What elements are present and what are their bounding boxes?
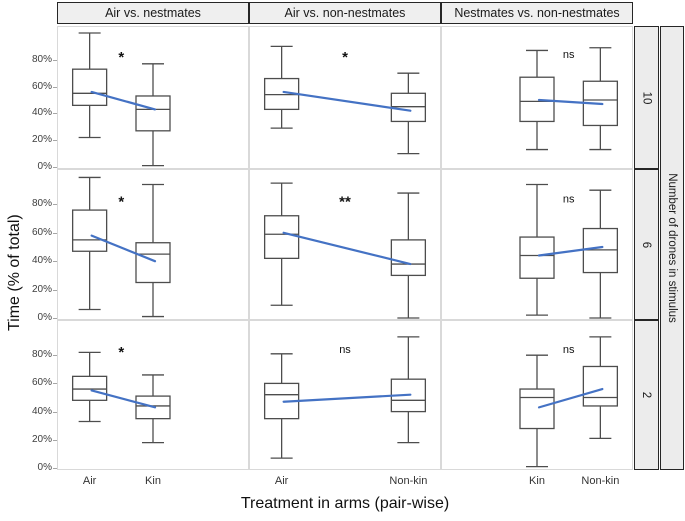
box-whisker-non-kin: [582, 189, 619, 319]
y-tick-mark: [53, 355, 57, 357]
row-strip-2: 2: [634, 320, 659, 470]
boxplot-panel: ns: [441, 26, 633, 169]
y-tick-label: 80%: [31, 53, 52, 65]
y-tick-label: 0%: [37, 462, 52, 473]
y-tick-label: 20%: [31, 283, 52, 295]
median-trend-line: [90, 90, 157, 111]
box-whisker-non-kin: [390, 192, 427, 319]
row-label-2: 2: [640, 391, 653, 399]
boxplot-panel: ns: [249, 320, 441, 470]
significance-label: ns: [563, 49, 575, 61]
y-tick-mark: [53, 289, 57, 291]
y-tick-mark: [53, 204, 57, 206]
y-tick-label: 40%: [31, 405, 52, 417]
y-tick-label: 40%: [31, 255, 52, 267]
y-tick-mark: [53, 86, 57, 88]
y-tick-label: 0%: [37, 312, 52, 323]
row-label-6: 6: [640, 241, 653, 248]
column-header-air-vs-non-nestmates: Air vs. non-nestmates: [249, 2, 441, 24]
y-tick-label: 80%: [31, 349, 52, 361]
median-trend-line: [537, 98, 604, 106]
significance-label: *: [118, 49, 124, 66]
significance-label: *: [342, 49, 348, 66]
box-whisker-kin: [135, 63, 171, 167]
x-tick-label: Kin: [529, 475, 545, 487]
box-whisker-air: [71, 351, 108, 423]
boxplot-panel: ns: [441, 320, 633, 470]
x-tick-label: Air: [274, 475, 289, 487]
box-whisker-non-kin: [582, 336, 619, 440]
y-tick-mark: [53, 232, 57, 234]
boxplot-panel: *: [57, 26, 249, 169]
y-tick-mark: [53, 383, 57, 385]
box-whisker-air: [263, 45, 300, 129]
y-tick-mark: [53, 439, 57, 441]
y-tick-mark: [53, 167, 57, 168]
x-tick-label: Air: [82, 475, 97, 487]
row-label-10: 10: [640, 91, 653, 104]
x-axis-title: Treatment in arms (pair-wise): [240, 495, 450, 512]
significance-label: ns: [339, 344, 351, 356]
y-tick-mark: [53, 261, 57, 263]
y-tick-label: 80%: [31, 198, 52, 210]
box-whisker-air: [71, 176, 108, 311]
median-trend-line: [282, 231, 412, 266]
y-tick-label: 60%: [31, 377, 52, 389]
row-strip-10: 10: [634, 26, 659, 169]
row-strip-6: 6: [634, 169, 659, 320]
box-whisker-air: [71, 32, 108, 139]
box-whisker-kin: [135, 183, 171, 318]
significance-label: ns: [563, 193, 575, 205]
y-tick-label: 60%: [31, 80, 52, 92]
y-tick-label: 20%: [31, 433, 52, 445]
median-trend-line: [90, 389, 157, 409]
right-axis-title: Number of drones in stimulus: [666, 173, 678, 323]
column-header-nestmates-vs-non-nestmates: Nestmates vs. non-nestmates: [441, 2, 633, 24]
median-trend-line: [537, 245, 604, 257]
median-trend-line: [282, 393, 412, 403]
boxplot-panel: *: [249, 26, 441, 169]
median-trend-line: [90, 234, 157, 263]
significance-label: *: [118, 344, 124, 361]
median-trend-line: [282, 90, 412, 112]
y-tick-label: 40%: [31, 107, 52, 119]
box-whisker-kin: [519, 49, 555, 151]
y-tick-mark: [53, 411, 57, 413]
y-tick-mark: [53, 140, 57, 142]
box-whisker-air: [263, 182, 300, 306]
boxplot-panel: ns: [441, 169, 633, 320]
boxplot-panel: *: [57, 169, 249, 320]
y-tick-mark: [53, 113, 57, 115]
x-tick-label: Non-kin: [581, 475, 620, 487]
significance-label: ns: [563, 344, 575, 356]
y-tick-label: 20%: [31, 134, 52, 146]
y-tick-mark: [53, 318, 57, 319]
x-tick-label: Non-kin: [389, 475, 428, 487]
box-whisker-non-kin: [390, 72, 427, 155]
significance-label: **: [339, 193, 351, 210]
box-whisker-kin: [519, 354, 555, 468]
median-trend-line: [537, 387, 604, 409]
column-header-air-vs-nestmates: Air vs. nestmates: [57, 2, 249, 24]
y-tick-mark: [53, 59, 57, 61]
y-tick-label: 60%: [31, 226, 52, 238]
y-tick-label: 0%: [37, 161, 52, 172]
boxplot-panel: *: [57, 320, 249, 470]
right-axis-title-strip: Number of drones in stimulus: [660, 26, 684, 470]
boxplot-panel: **: [249, 169, 441, 320]
y-tick-mark: [53, 468, 57, 469]
x-tick-label: Kin: [145, 475, 161, 487]
significance-label: *: [118, 193, 124, 210]
box-whisker-kin: [519, 183, 555, 316]
